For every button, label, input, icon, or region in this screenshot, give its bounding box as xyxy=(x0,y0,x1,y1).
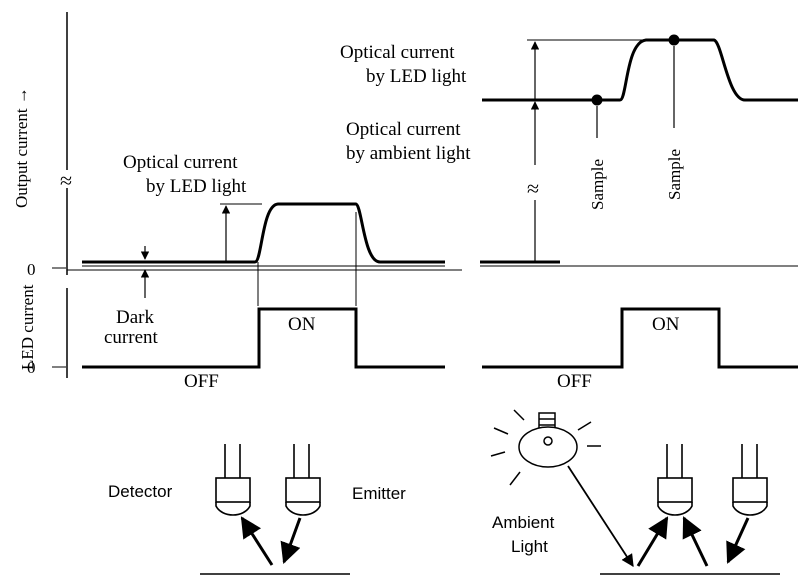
left-led-pulse xyxy=(82,307,445,369)
right-axis-break-icon: ≈ xyxy=(527,176,539,201)
ambient-reflect-arrow xyxy=(636,516,669,567)
right-output-waveform xyxy=(482,38,798,102)
ambient-light-label-2: Light xyxy=(511,537,548,556)
right-off-label: OFF xyxy=(557,371,592,392)
ambient-light-label-1: Ambient xyxy=(492,513,555,532)
right-reflected-light-arrow xyxy=(682,516,709,567)
light-bulb-icon xyxy=(490,409,601,486)
right-on-label: ON xyxy=(652,314,680,335)
sample-label-2: Sample xyxy=(665,149,684,200)
dark-current-label-1: Dark xyxy=(116,307,154,328)
reflected-light-arrow xyxy=(240,516,274,566)
right-emitter-component-icon xyxy=(732,444,768,516)
left-optical-led-label-2: by LED light xyxy=(146,176,247,197)
emitted-light-arrow xyxy=(280,517,302,564)
right-led-pulse xyxy=(482,307,798,369)
detector-component-icon xyxy=(215,444,251,516)
right-optical-led-label-2: by LED light xyxy=(366,66,467,87)
dark-current-label-2: current xyxy=(104,327,159,348)
detector-label: Detector xyxy=(108,482,173,501)
sample-point-1 xyxy=(591,94,603,106)
ambient-light-ray xyxy=(567,465,634,568)
left-output-waveform xyxy=(82,202,445,264)
led-current-axis-label: LED current xyxy=(18,284,37,370)
left-output-axis xyxy=(66,12,462,275)
right-detector-component-icon xyxy=(657,444,693,516)
right-ambient-label-1: Optical current xyxy=(346,119,461,140)
left-on-label: ON xyxy=(288,314,316,335)
output-axis-break-icon: ≈ xyxy=(60,168,72,193)
emitter-label: Emitter xyxy=(352,484,406,503)
right-emitted-light-arrow xyxy=(726,517,750,564)
output-current-axis-label: Output current → xyxy=(12,87,31,208)
left-optical-led-label-1: Optical current xyxy=(123,152,238,173)
zero-label-led: 0 xyxy=(27,358,36,377)
svg-text:≈: ≈ xyxy=(527,176,539,201)
right-ambient-label-2: by ambient light xyxy=(346,143,471,164)
svg-text:≈: ≈ xyxy=(60,168,72,193)
zero-label-output: 0 xyxy=(27,260,36,279)
sample-label-1: Sample xyxy=(588,159,607,210)
left-off-label: OFF xyxy=(184,371,219,392)
sample-point-2 xyxy=(668,34,680,46)
emitter-component-icon xyxy=(285,444,321,516)
right-optical-led-label-1: Optical current xyxy=(340,42,455,63)
